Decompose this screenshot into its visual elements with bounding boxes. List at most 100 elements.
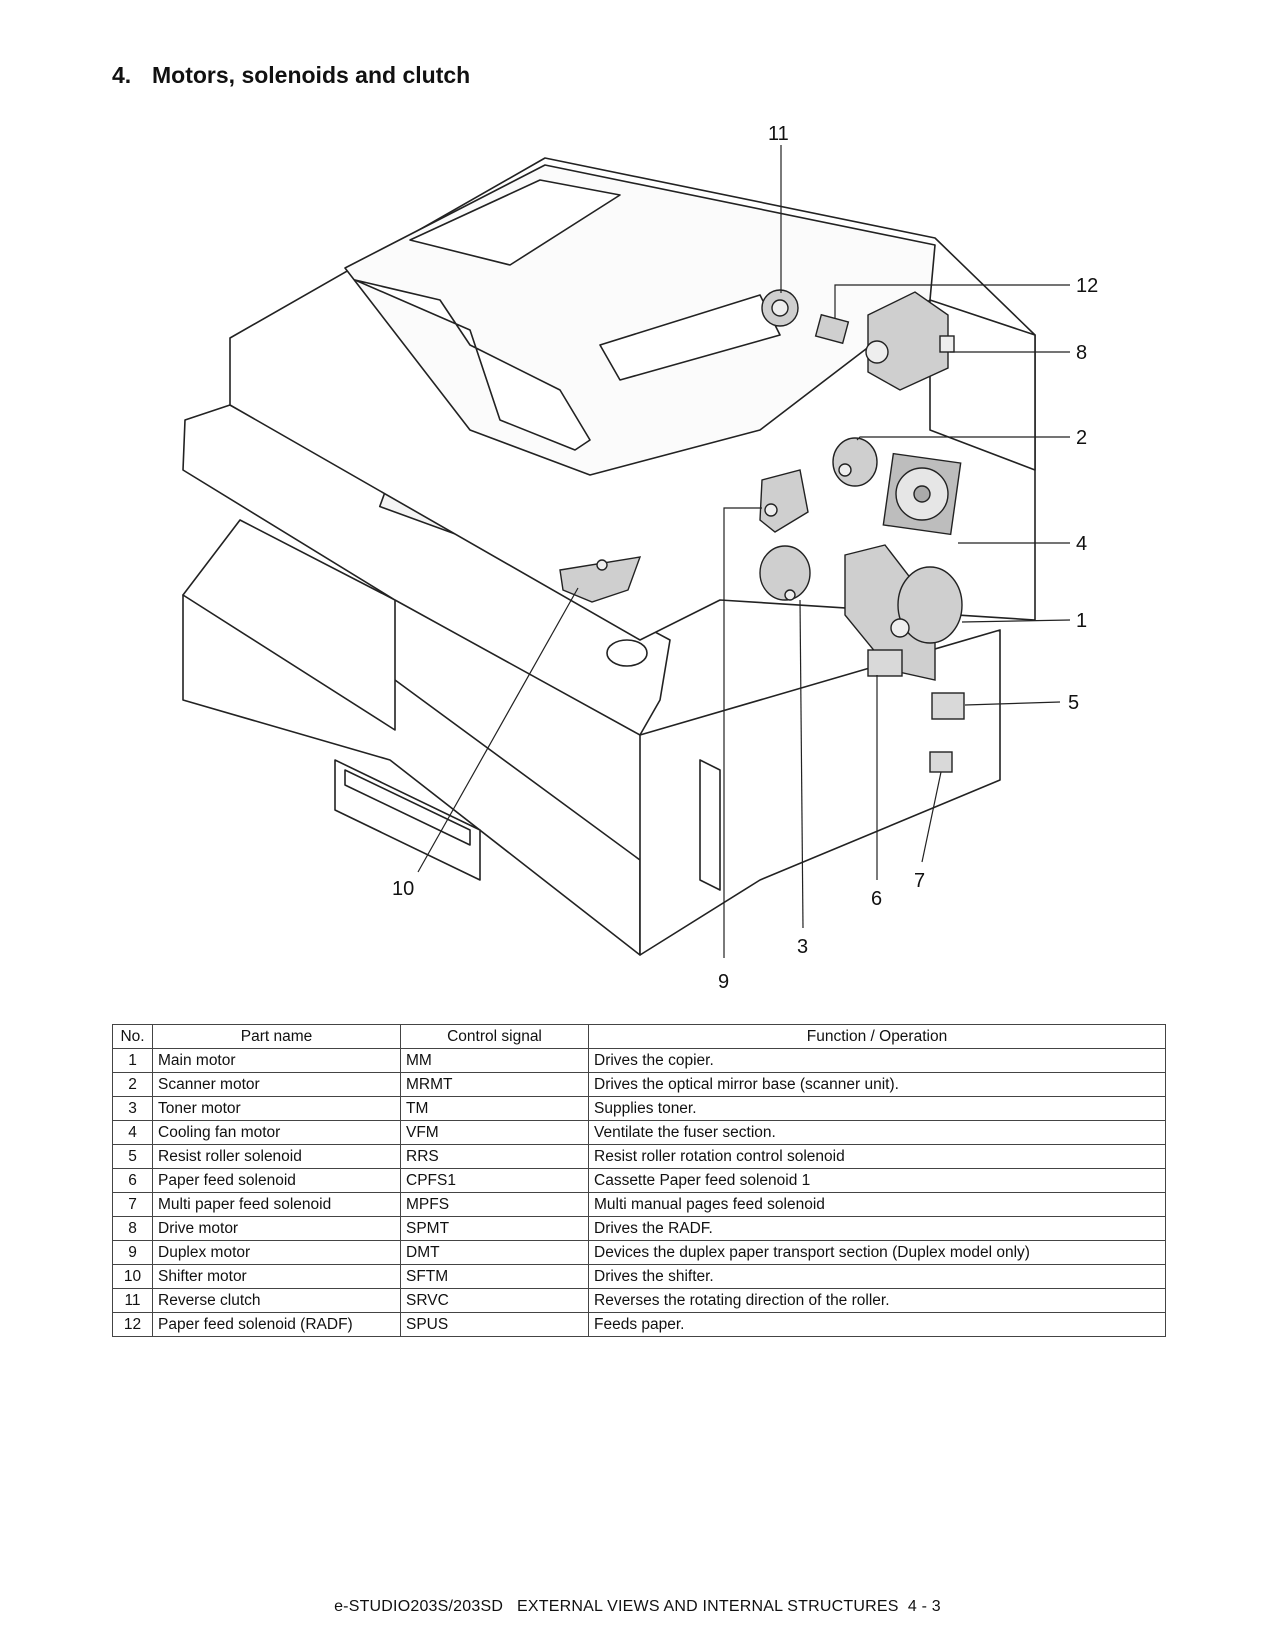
function-operation: Cassette Paper feed solenoid 1 bbox=[588, 1168, 1166, 1193]
main-motor bbox=[897, 566, 963, 644]
row-number: 9 bbox=[112, 1240, 153, 1265]
function-operation: Devices the duplex paper transport secti… bbox=[588, 1240, 1166, 1265]
part-name: Scanner motor bbox=[152, 1072, 401, 1097]
leader-3 bbox=[799, 599, 804, 929]
callout-10: 10 bbox=[392, 878, 414, 900]
part-name: Multi paper feed solenoid bbox=[152, 1192, 401, 1217]
reverse-clutch-hub bbox=[771, 299, 789, 317]
row-number: 12 bbox=[112, 1312, 153, 1337]
row-number: 5 bbox=[112, 1144, 153, 1169]
control-signal: SPMT bbox=[400, 1216, 589, 1241]
row-number: 2 bbox=[112, 1072, 153, 1097]
control-signal: DMT bbox=[400, 1240, 589, 1265]
row-number: 10 bbox=[112, 1264, 153, 1289]
part-name: Resist roller solenoid bbox=[152, 1144, 401, 1169]
exit-tray bbox=[354, 279, 591, 451]
row-number: 8 bbox=[112, 1216, 153, 1241]
leader-5 bbox=[964, 701, 1061, 706]
part-name: Toner motor bbox=[152, 1096, 401, 1121]
function-operation: Multi manual pages feed solenoid bbox=[588, 1192, 1166, 1217]
section-title: Motors, solenoids and clutch bbox=[152, 62, 471, 88]
callout-3: 3 bbox=[797, 936, 808, 958]
toner-motor bbox=[759, 545, 811, 601]
function-operation: Ventilate the fuser section. bbox=[588, 1120, 1166, 1145]
tray-handle bbox=[344, 769, 471, 846]
scanner-motor bbox=[832, 437, 878, 487]
callout-6: 6 bbox=[871, 888, 882, 910]
drive-motor bbox=[867, 291, 949, 391]
document-tray bbox=[409, 179, 621, 266]
column-header: Part name bbox=[152, 1024, 401, 1049]
callout-12: 12 bbox=[1076, 275, 1098, 297]
shifter-motor bbox=[559, 556, 642, 603]
main-motor-gear bbox=[890, 618, 910, 638]
part-name: Shifter motor bbox=[152, 1264, 401, 1289]
table-header-row: No. Part name Control signal Function / … bbox=[112, 1024, 1166, 1049]
callout-5: 5 bbox=[1068, 692, 1079, 714]
callout-11: 11 bbox=[768, 123, 789, 145]
section-number: 4. bbox=[112, 62, 132, 88]
leader-2 bbox=[856, 436, 1070, 441]
part-name: Main motor bbox=[152, 1048, 401, 1073]
duplex-motor-shaft bbox=[764, 503, 778, 517]
control-signal: SRVC bbox=[400, 1288, 589, 1313]
resist-roller-solenoid bbox=[931, 692, 965, 720]
function-operation: Drives the RADF. bbox=[588, 1216, 1166, 1241]
cabinet-side bbox=[639, 629, 1001, 956]
function-operation: Reverses the rotating direction of the r… bbox=[588, 1288, 1166, 1313]
original-guide bbox=[599, 294, 781, 381]
callout-7: 7 bbox=[914, 870, 925, 892]
control-signal: SPUS bbox=[400, 1312, 589, 1337]
control-signal: TM bbox=[400, 1096, 589, 1121]
toner-motor-shaft bbox=[784, 589, 796, 601]
function-operation: Feeds paper. bbox=[588, 1312, 1166, 1337]
control-signal: SFTM bbox=[400, 1264, 589, 1289]
column-header: Control signal bbox=[400, 1024, 589, 1049]
row-number: 1 bbox=[112, 1048, 153, 1073]
radf-paper-feed-solenoid bbox=[814, 313, 850, 345]
paper-feed-solenoid bbox=[867, 649, 903, 677]
leader-1 bbox=[961, 619, 1071, 623]
copier-parts-diagram: 11 12 8 2 4 1 5 7 6 3 9 10 bbox=[0, 110, 1275, 1010]
function-operation: Supplies toner. bbox=[588, 1096, 1166, 1121]
row-number: 3 bbox=[112, 1096, 153, 1121]
part-name: Paper feed solenoid bbox=[152, 1168, 401, 1193]
function-operation: Drives the shifter. bbox=[588, 1264, 1166, 1289]
drive-motor-pulley bbox=[865, 340, 889, 364]
function-operation: Resist roller rotation control solenoid bbox=[588, 1144, 1166, 1169]
right-housing bbox=[929, 299, 1036, 471]
drive-motor-connector bbox=[939, 335, 955, 353]
copier-body bbox=[182, 157, 1036, 956]
control-signal: VFM bbox=[400, 1120, 589, 1145]
part-name: Cooling fan motor bbox=[152, 1120, 401, 1145]
parts-table: No. Part name Control signal Function / … bbox=[112, 1024, 1166, 1337]
control-signal: MM bbox=[400, 1048, 589, 1073]
column-header: Function / Operation bbox=[588, 1024, 1166, 1049]
page-footer: e-STUDIO203S/203SD EXTERNAL VIEWS AND IN… bbox=[334, 1598, 941, 1615]
shifter-motor-shaft bbox=[596, 559, 608, 571]
copier-illustration: 11 12 8 2 4 1 5 7 6 3 9 10 bbox=[182, 123, 1098, 993]
callout-labels: 11 12 8 2 4 1 5 7 6 3 9 10 bbox=[392, 123, 1098, 993]
part-name: Paper feed solenoid (RADF) bbox=[152, 1312, 401, 1337]
multi-paper-feed-solenoid bbox=[929, 751, 953, 773]
function-operation: Drives the optical mirror base (scanner … bbox=[588, 1072, 1166, 1097]
control-signal: MRMT bbox=[400, 1072, 589, 1097]
control-signal: CPFS1 bbox=[400, 1168, 589, 1193]
part-name: Duplex motor bbox=[152, 1240, 401, 1265]
leader-10 bbox=[417, 587, 579, 873]
leader-12 bbox=[834, 284, 1070, 318]
components bbox=[559, 289, 965, 773]
part-name: Drive motor bbox=[152, 1216, 401, 1241]
leader-9 bbox=[723, 507, 762, 958]
row-number: 7 bbox=[112, 1192, 153, 1217]
part-name: Reverse clutch bbox=[152, 1288, 401, 1313]
